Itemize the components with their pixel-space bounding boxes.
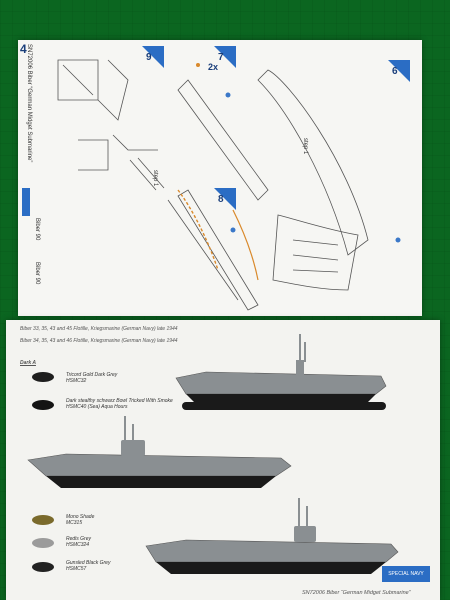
submarine-profile-3 (145, 498, 399, 574)
step-9-number: 9 (146, 52, 152, 63)
paint-label-2: Dark stealthy schwarz Bowl Tricked With … (66, 398, 173, 410)
instruction-sheet-top: SN72006 Biber “German Midget Submarine” … (18, 40, 422, 316)
submarine-profile-2 (27, 416, 292, 488)
paint-swatch-3 (32, 515, 54, 525)
submarine-profile-1 (175, 334, 387, 410)
multiplier-label: 2x (208, 62, 219, 72)
logo-block (22, 188, 30, 216)
footer-title: SN72006 Biber “German Midget Submarine” (302, 590, 411, 596)
step-4-number: 4 (20, 42, 27, 56)
assembly-drawing (57, 59, 401, 311)
painting-guide-sheet: Biber 33, 35, 43 and 45 Flotille, Kriegs… (6, 320, 440, 600)
paint-swatch-4 (32, 538, 54, 548)
paint-swatch-1 (32, 372, 54, 382)
step-8-number: 8 (218, 194, 224, 205)
brand-logo: SPECIAL NAVY (382, 566, 430, 582)
step-7-number: 7 (218, 52, 224, 63)
step-6-number: 6 (392, 66, 398, 77)
caption-2: Biber 34, 35, 43 and 46 Flotille, Kriegs… (20, 338, 178, 344)
paint-swatch-2 (32, 400, 54, 410)
paint-swatch-5 (32, 562, 54, 572)
caption-1: Biber 33, 35, 43 and 45 Flotille, Kriegs… (20, 326, 178, 332)
submarine-profiles (27, 334, 399, 574)
caption-3: Dark A (20, 360, 36, 366)
